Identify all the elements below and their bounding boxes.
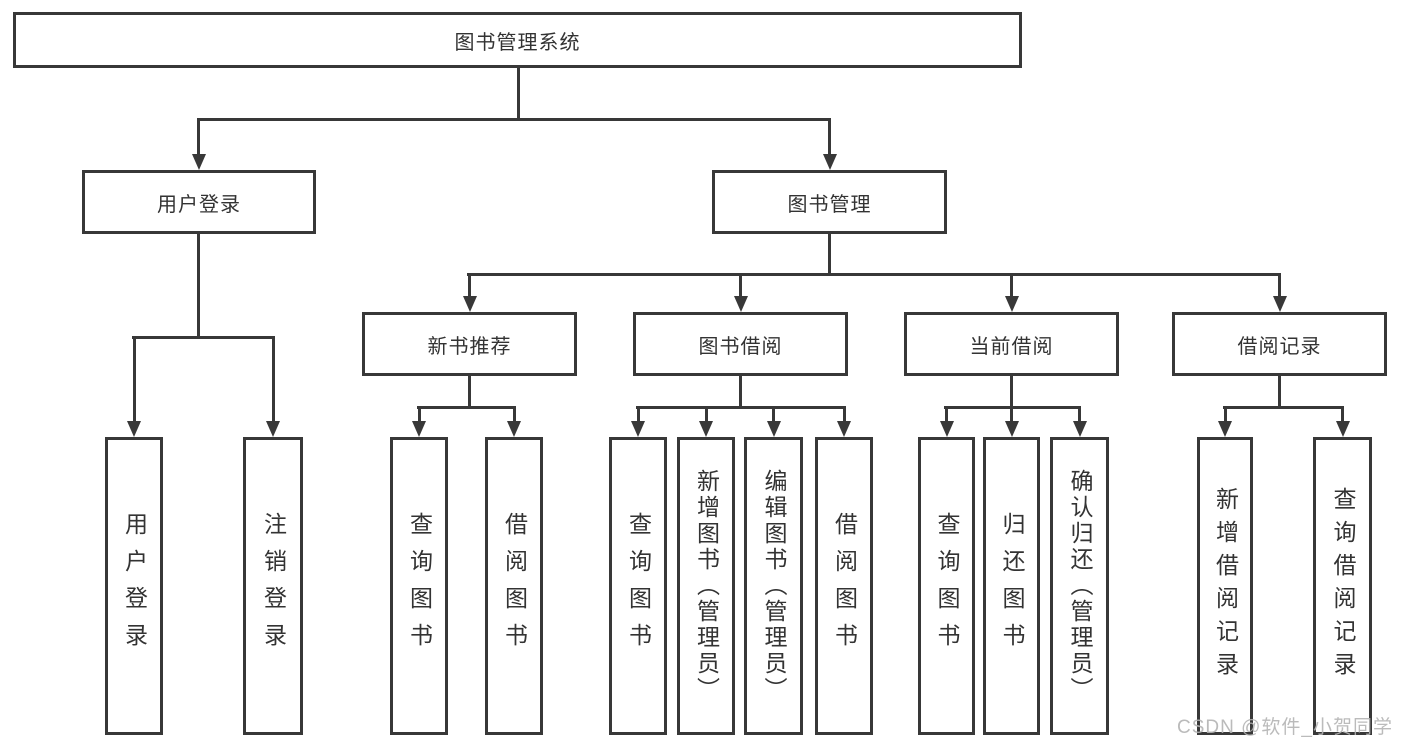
leaf-edit-books-admin: 编辑图书（管理员） bbox=[744, 437, 803, 735]
node-book-borrowing: 图书借阅 bbox=[633, 312, 848, 376]
connector-drop bbox=[468, 273, 471, 298]
leaf-query-books-borrow: 查询图书 bbox=[609, 437, 667, 735]
arrow-down-icon bbox=[837, 421, 851, 437]
leaf-borrow-books-recommend: 借阅图书 bbox=[485, 437, 543, 735]
connector-drop bbox=[828, 118, 831, 156]
arrow-down-icon bbox=[412, 421, 426, 437]
leaf-return-books-label: 归还图书 bbox=[999, 512, 1025, 660]
leaf-borrow-books-label: 借阅图书 bbox=[831, 512, 858, 660]
watermark: CSDN @软件_小贺同学 bbox=[1177, 717, 1393, 738]
leaf-add-borrow-record-label: 新增借阅记录 bbox=[1212, 487, 1239, 685]
connector-book-management-branch bbox=[467, 273, 1280, 276]
leaf-query-books-current: 查询图书 bbox=[918, 437, 975, 735]
node-borrowing-records-label: 借阅记录 bbox=[1237, 335, 1322, 358]
node-new-book-recommendation: 新书推荐 bbox=[362, 312, 577, 376]
leaf-query-books-current-label: 查询图书 bbox=[934, 512, 960, 660]
node-book-management: 图书管理 bbox=[712, 170, 947, 234]
connector-drop bbox=[133, 336, 136, 423]
node-library-management-system: 图书管理系统 bbox=[13, 12, 1022, 68]
connector-drop bbox=[513, 406, 516, 423]
leaf-query-books-recommend: 查询图书 bbox=[390, 437, 448, 735]
arrow-down-icon bbox=[940, 421, 954, 437]
arrow-down-icon bbox=[823, 154, 837, 170]
connector-drop bbox=[843, 406, 846, 423]
connector-current-borrow-stem bbox=[1010, 376, 1013, 406]
connector-drop bbox=[418, 406, 421, 423]
arrow-down-icon bbox=[734, 296, 748, 312]
arrow-down-icon bbox=[1005, 296, 1019, 312]
node-user-login-label: 用户登录 bbox=[157, 193, 241, 216]
arrow-down-icon bbox=[631, 421, 645, 437]
connector-borrow-record-branch bbox=[1223, 406, 1344, 409]
connector-drop bbox=[772, 406, 775, 423]
connector-drop bbox=[272, 336, 275, 423]
arrow-down-icon bbox=[1005, 421, 1019, 437]
connector-book-management-stem bbox=[828, 234, 831, 273]
node-new-book-recommendation-label: 新书推荐 bbox=[427, 335, 512, 358]
leaf-logout-label: 注销登录 bbox=[260, 512, 287, 660]
leaf-edit-books-admin-label: 编辑图书（管理员） bbox=[761, 469, 787, 703]
arrow-down-icon bbox=[463, 296, 477, 312]
node-current-borrowing: 当前借阅 bbox=[904, 312, 1119, 376]
node-root-label: 图书管理系统 bbox=[454, 31, 581, 54]
node-user-login: 用户登录 bbox=[82, 170, 316, 234]
leaf-query-borrow-record-label: 查询借阅记录 bbox=[1330, 487, 1356, 685]
leaf-return-books: 归还图书 bbox=[983, 437, 1040, 735]
node-book-management-label: 图书管理 bbox=[787, 193, 872, 216]
connector-user-login-stem bbox=[197, 234, 200, 336]
arrow-down-icon bbox=[507, 421, 521, 437]
connector-new-book-stem bbox=[468, 376, 471, 406]
connector-drop bbox=[1010, 406, 1013, 423]
leaf-user-login-label: 用户登录 bbox=[121, 512, 148, 660]
connector-new-book-branch bbox=[417, 406, 516, 409]
arrow-down-icon bbox=[699, 421, 713, 437]
connector-drop bbox=[1278, 273, 1281, 298]
arrow-down-icon bbox=[1218, 421, 1232, 437]
leaf-borrow-books-recommend-label: 借阅图书 bbox=[501, 512, 528, 660]
arrow-down-icon bbox=[1336, 421, 1350, 437]
connector-borrow-record-stem bbox=[1278, 376, 1281, 406]
arrow-down-icon bbox=[1273, 296, 1287, 312]
node-book-borrowing-label: 图书借阅 bbox=[698, 335, 783, 358]
arrow-down-icon bbox=[127, 421, 141, 437]
connector-drop bbox=[739, 273, 742, 298]
arrow-down-icon bbox=[1073, 421, 1087, 437]
node-current-borrowing-label: 当前借阅 bbox=[969, 335, 1054, 358]
leaf-add-books-admin: 新增图书（管理员） bbox=[677, 437, 735, 735]
connector-drop bbox=[637, 406, 640, 423]
arrow-down-icon bbox=[266, 421, 280, 437]
connector-book-borrow-branch bbox=[636, 406, 845, 409]
leaf-confirm-return-admin-label: 确认归还（管理员） bbox=[1067, 469, 1093, 703]
connector-drop bbox=[197, 118, 200, 156]
connector-drop bbox=[1078, 406, 1081, 423]
leaf-add-borrow-record: 新增借阅记录 bbox=[1197, 437, 1253, 735]
leaf-query-books-borrow-label: 查询图书 bbox=[625, 512, 652, 660]
leaf-user-login: 用户登录 bbox=[105, 437, 163, 735]
arrow-down-icon bbox=[192, 154, 206, 170]
connector-drop bbox=[705, 406, 708, 423]
connector-drop bbox=[1010, 273, 1013, 298]
leaf-logout: 注销登录 bbox=[243, 437, 303, 735]
leaf-query-books-recommend-label: 查询图书 bbox=[406, 512, 433, 660]
connector-drop bbox=[945, 406, 948, 423]
arrow-down-icon bbox=[767, 421, 781, 437]
leaf-add-books-admin-label: 新增图书（管理员） bbox=[693, 469, 720, 703]
connector-root-branch bbox=[197, 118, 831, 121]
leaf-borrow-books: 借阅图书 bbox=[815, 437, 873, 735]
connector-drop bbox=[1341, 406, 1344, 423]
connector-root-stem bbox=[517, 68, 520, 118]
leaf-confirm-return-admin: 确认归还（管理员） bbox=[1050, 437, 1109, 735]
connector-drop bbox=[1224, 406, 1227, 423]
connector-user-login-branch bbox=[132, 336, 275, 339]
leaf-query-borrow-record: 查询借阅记录 bbox=[1313, 437, 1372, 735]
node-borrowing-records: 借阅记录 bbox=[1172, 312, 1387, 376]
connector-book-borrow-stem bbox=[739, 376, 742, 407]
